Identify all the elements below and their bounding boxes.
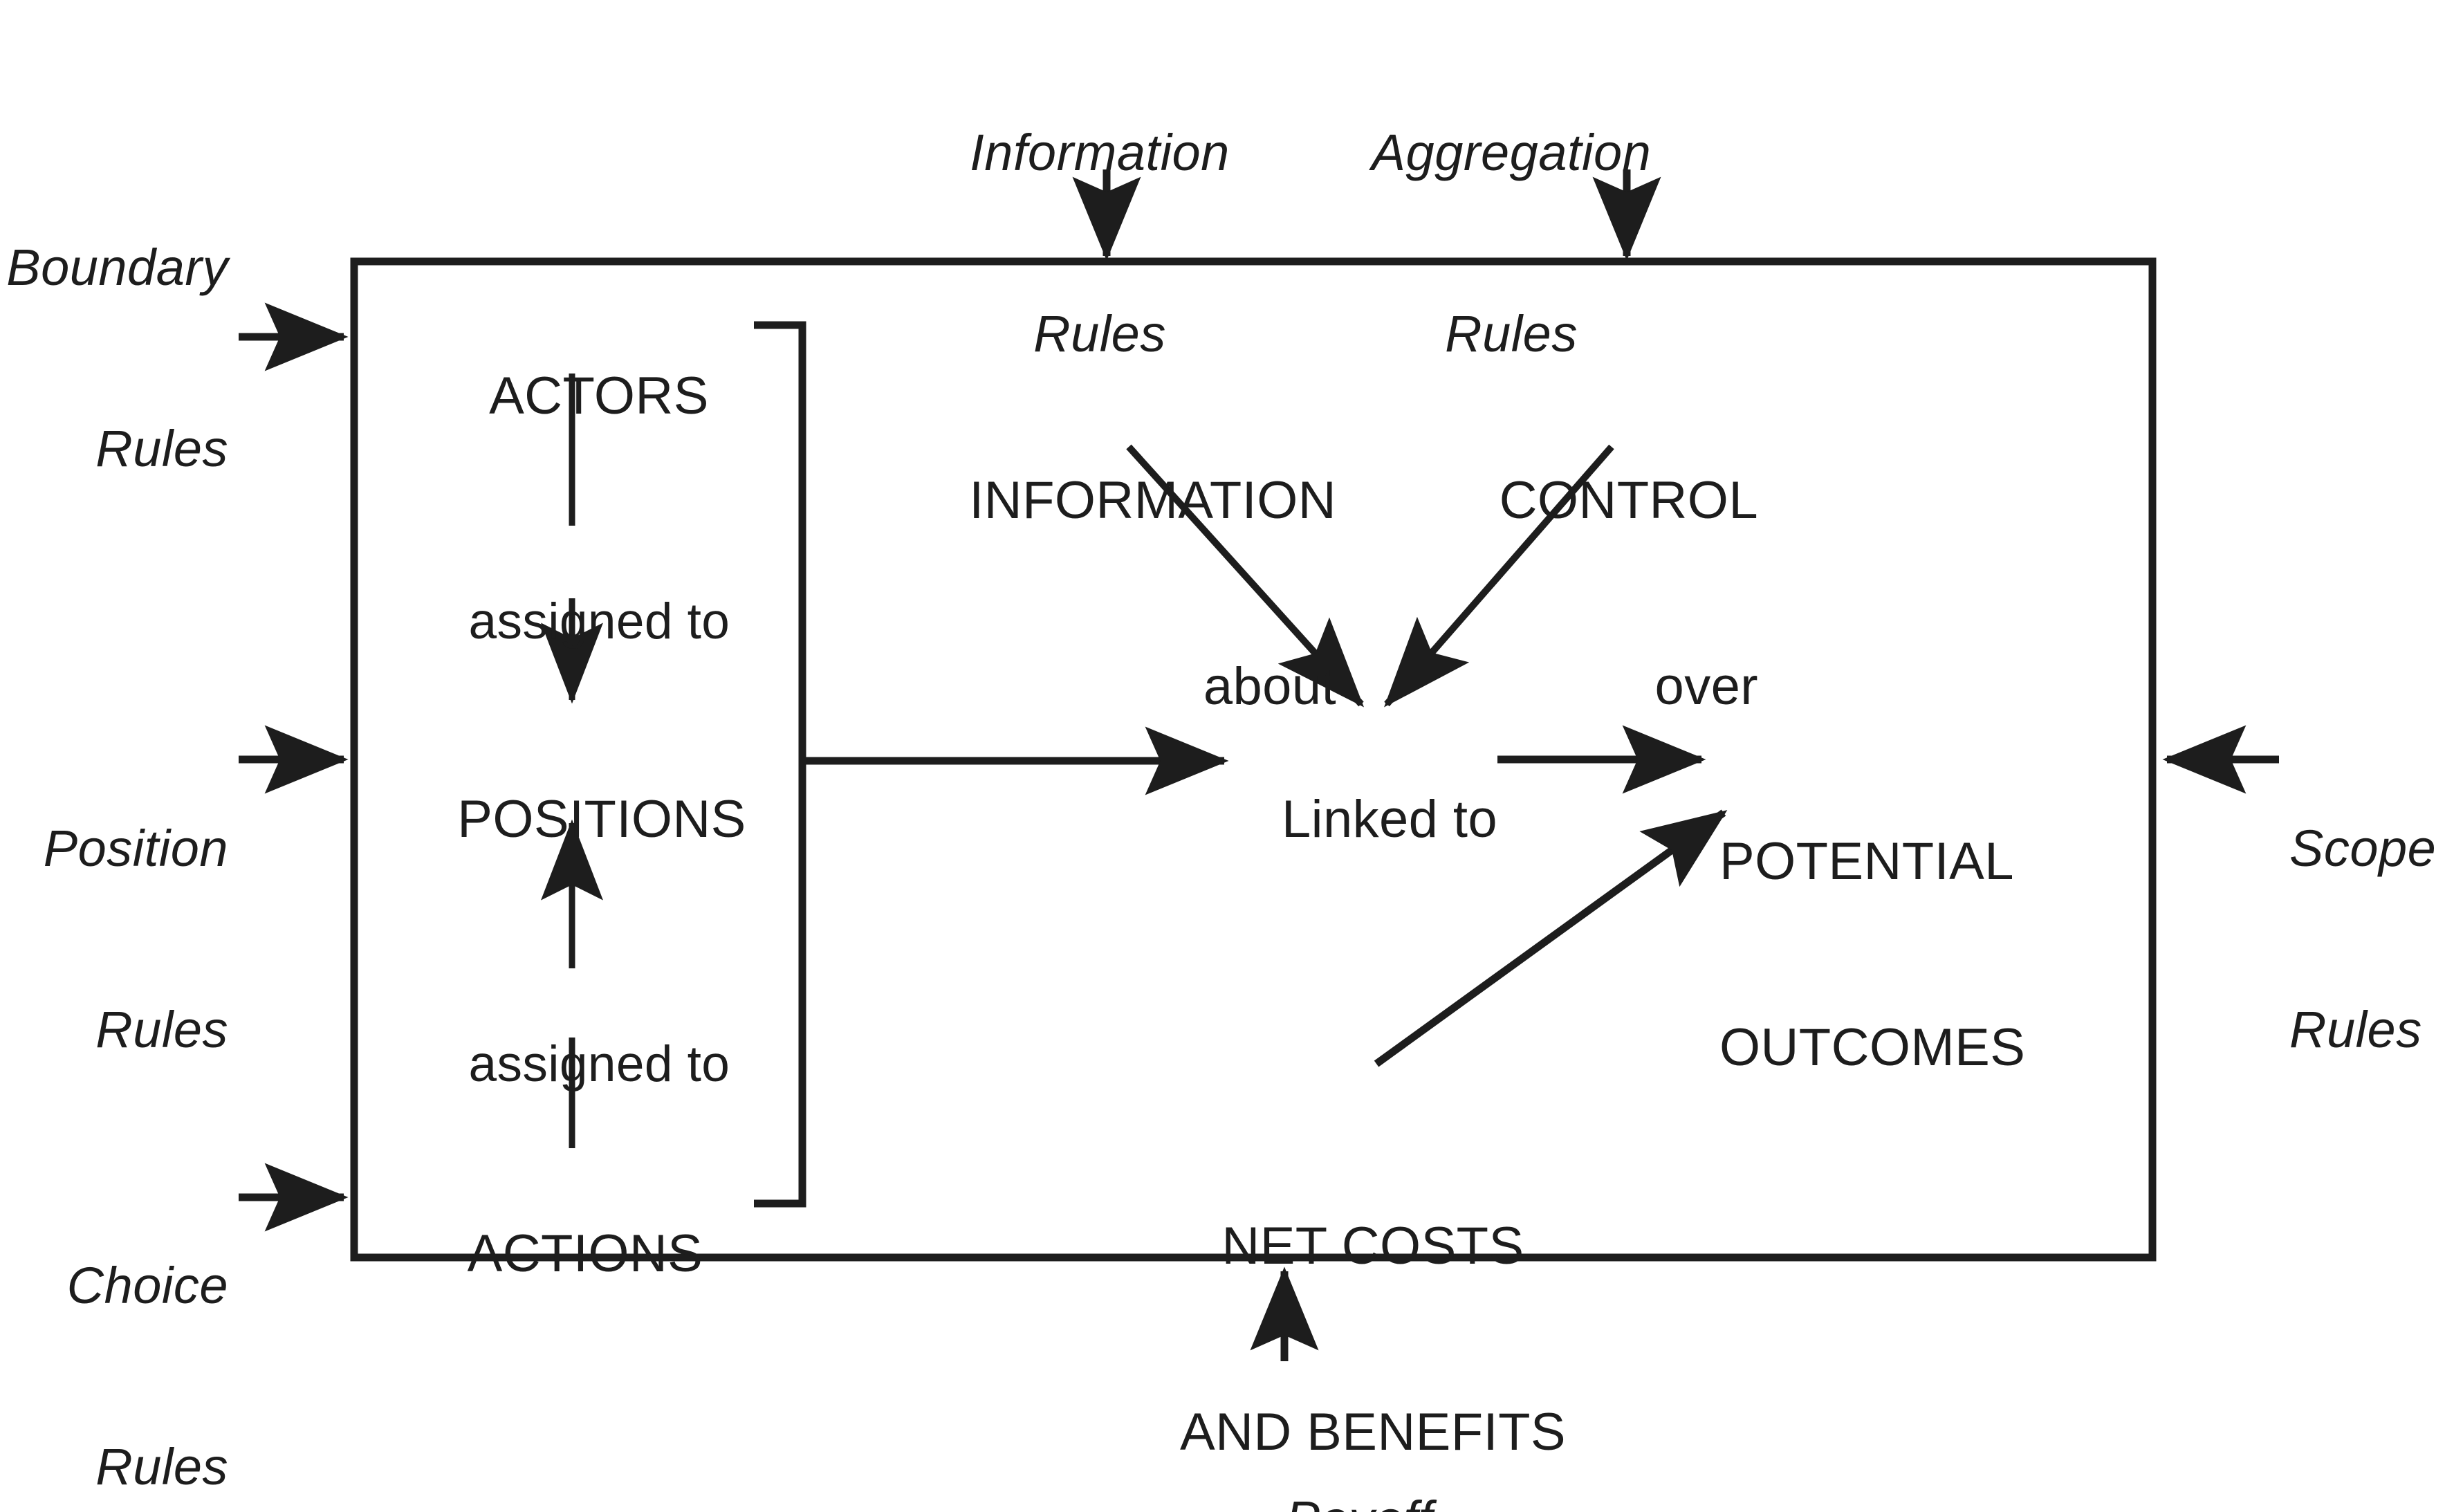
information-rules-line2: Rules	[1033, 304, 1166, 362]
payoff-rules-line1: Payoff	[1286, 1489, 1433, 1512]
netcosts-to-outcomes-arrow	[1374, 809, 1728, 1067]
node-potential-outcomes-line1: POTENTIAL	[1719, 832, 2014, 892]
node-information-about: INFORMATION about	[907, 346, 1336, 842]
scope-rules-line1: Scope	[2289, 819, 2437, 877]
boundary-rules-line2: Rules	[95, 419, 228, 477]
edge-label-actors-positions: assigned to	[412, 533, 730, 711]
node-information-line1: INFORMATION	[969, 471, 1336, 531]
node-actors: ACTORS	[432, 303, 709, 489]
node-linked-to: Linked to	[1222, 726, 1497, 912]
position-rules-label: Position Rules	[44, 697, 228, 1181]
edge-label-actors-positions-text: assigned to	[468, 593, 730, 650]
node-potential-outcomes-line2: OUTCOMES	[1719, 1018, 2026, 1078]
choice-rules-label: Choice Rules	[67, 1134, 228, 1512]
node-positions: POSITIONS	[398, 726, 746, 912]
boundary-rules-line1: Boundary	[6, 238, 228, 296]
position-rules-line1: Position	[43, 819, 228, 877]
choice-rules-line2: Rules	[95, 1437, 228, 1495]
node-linked-to-label: Linked to	[1282, 789, 1498, 849]
position-rules-line2: Rules	[95, 1000, 228, 1058]
node-net-costs-line1: NET COSTS	[1221, 1217, 1524, 1276]
node-control-over: CONTROL over	[1468, 346, 1758, 842]
actors-positions-actions-bracket	[754, 321, 806, 1208]
edge-label-actions-positions-text: assigned to	[468, 1036, 730, 1093]
payoff-rules-label: Payoff Rules	[1286, 1368, 1433, 1512]
node-potential-outcomes: POTENTIAL OUTCOMES	[1719, 707, 2025, 1203]
aggregation-rules-line1: Aggregation	[1371, 123, 1652, 181]
aggregation-rules-label: Aggregation Rules	[1372, 1, 1652, 485]
node-actions-label: ACTIONS	[467, 1224, 703, 1283]
edge-label-actions-positions: assigned to	[412, 975, 730, 1154]
scope-rules-label: Scope Rules	[2289, 697, 2436, 1181]
information-rules-line1: Information	[970, 123, 1230, 181]
scope-rules-line2: Rules	[2289, 1000, 2422, 1058]
information-rules-label: Information Rules	[970, 1, 1230, 485]
node-control-line2: over	[1654, 657, 1758, 717]
node-control-line1: CONTROL	[1499, 471, 1758, 531]
node-positions-label: POSITIONS	[457, 789, 746, 849]
boundary-rules-label: Boundary Rules	[6, 116, 228, 600]
node-actions: ACTIONS	[411, 1161, 703, 1347]
control-to-linkedto-arrow	[1384, 444, 1614, 708]
action-situation-box	[350, 257, 2157, 1262]
node-net-costs-benefits: NET COSTS AND BENEFITS assigned to	[1180, 1091, 1566, 1512]
information-to-linkedto-arrow	[1126, 444, 1365, 708]
choice-rules-line1: Choice	[66, 1256, 228, 1314]
node-actors-label: ACTORS	[489, 366, 709, 425]
node-net-costs-line2: AND BENEFITS	[1180, 1403, 1566, 1462]
node-information-line2: about	[1203, 657, 1336, 717]
aggregation-rules-line2: Rules	[1445, 304, 1578, 362]
